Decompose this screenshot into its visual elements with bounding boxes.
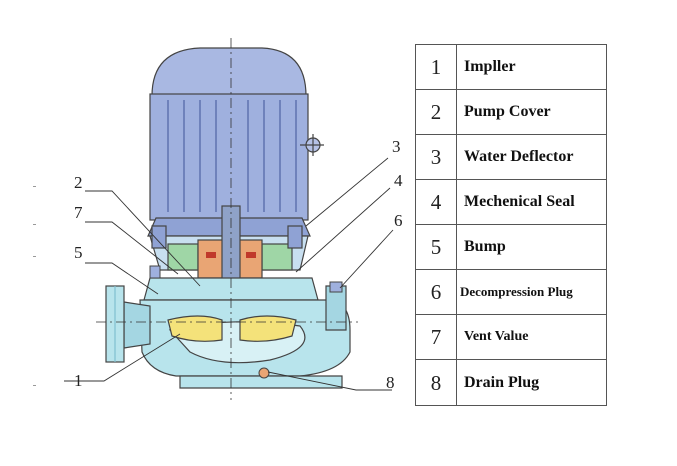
motor-top-cap — [151, 47, 307, 97]
inlet-pipe — [123, 301, 151, 349]
legend-row: 1 Impller — [416, 45, 606, 90]
legend-number: 3 — [416, 135, 457, 179]
legend-row: 8 Drain Plug — [416, 360, 606, 406]
legend-row: 2 Pump Cover — [416, 90, 606, 135]
leader-lines — [64, 157, 394, 391]
margin-tick — [33, 385, 36, 386]
legend-number: 8 — [416, 360, 457, 406]
legend-label: Vent Value — [464, 329, 529, 344]
callout-6: 6 — [394, 211, 403, 230]
margin-tick — [33, 224, 36, 225]
motor-body — [149, 93, 309, 221]
motor — [147, 47, 324, 237]
callout-7: 7 — [74, 203, 83, 222]
legend-label: Pump Cover — [464, 103, 551, 120]
legend-number: 1 — [416, 45, 457, 89]
margin-tick — [33, 256, 36, 257]
callout-2: 2 — [74, 173, 83, 192]
legend-row: 3 Water Deflector — [416, 135, 606, 180]
legend-row: 4 Mechenical Seal — [416, 180, 606, 225]
legend-row: 7 Vent Value — [416, 315, 606, 360]
legend-label: Mechenical Seal — [464, 193, 575, 210]
legend-row: 5 Bump — [416, 225, 606, 270]
legend-label: Impller — [464, 58, 516, 75]
margin-tick — [33, 186, 36, 187]
vent-valve — [149, 265, 161, 279]
callout-3: 3 — [392, 137, 401, 156]
callout-5: 5 — [74, 243, 83, 262]
legend-label: Decompression Plug — [460, 284, 573, 299]
pump-casing — [105, 285, 351, 389]
legend-label: Bump — [464, 238, 506, 255]
drain-plug — [258, 367, 270, 379]
legend-number: 6 — [416, 270, 457, 314]
water-deflector — [167, 243, 199, 271]
legend-number: 2 — [416, 90, 457, 134]
legend-row: 6 Decompression Plug — [416, 270, 606, 315]
motor-fins — [167, 100, 297, 212]
legend-number: 7 — [416, 315, 457, 359]
callout-8: 8 — [386, 373, 395, 392]
callout-4: 4 — [394, 171, 403, 190]
legend-number: 4 — [416, 180, 457, 224]
discharge-pipe — [325, 285, 347, 331]
legend-label: Drain Plug — [464, 374, 540, 391]
callout-1: 1 — [74, 371, 83, 390]
decompression-plug — [329, 281, 343, 293]
legend-number: 5 — [416, 225, 457, 269]
legend-label: Water Deflector — [464, 148, 574, 165]
parts-legend-table: 1 Impller 2 Pump Cover 3 Water Deflector… — [415, 44, 607, 406]
